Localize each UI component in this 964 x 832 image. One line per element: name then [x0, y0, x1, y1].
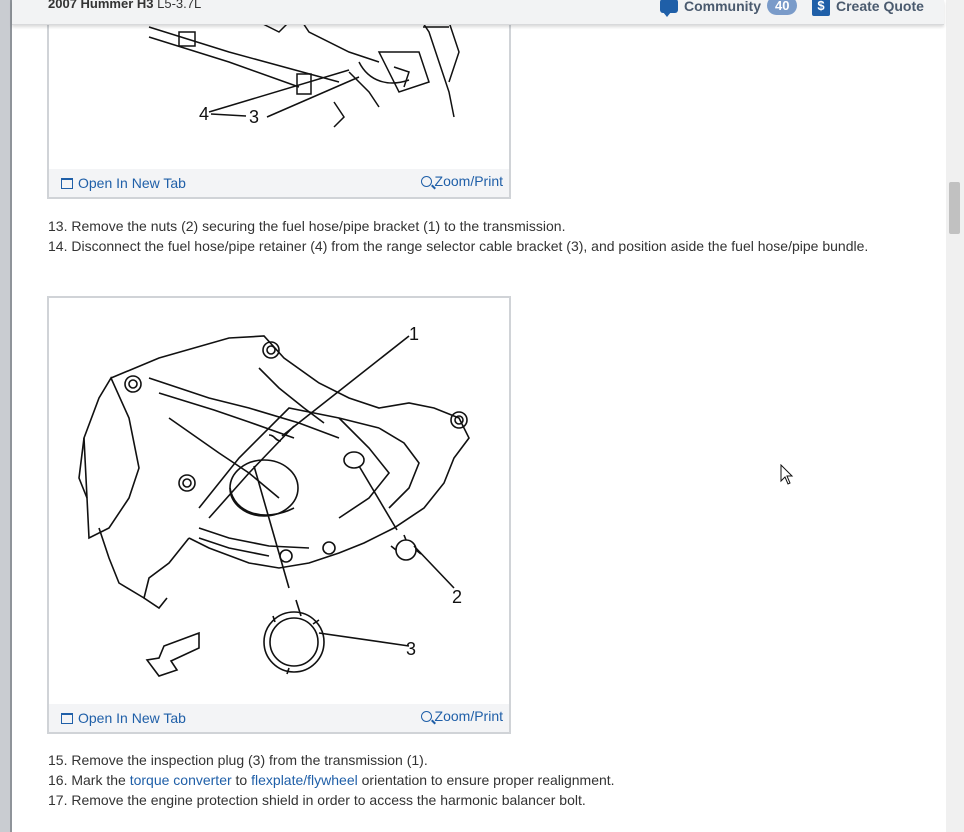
magnifier-icon: [420, 710, 432, 722]
open-in-new-tab-label: Open In New Tab: [78, 175, 186, 191]
callout-4: 4: [199, 104, 209, 124]
vehicle-engine: L5-3.7L: [157, 0, 202, 11]
chat-bubble-icon: [660, 0, 678, 17]
diagram-figure-2: 1 2 3 Open In New Tab Zoom/Print: [47, 296, 511, 734]
step-16-text-start: 16. Mark the: [48, 772, 130, 788]
vehicle-model: 2007 Hummer H3: [48, 0, 154, 11]
callout-3: 3: [249, 107, 259, 127]
top-bar: 2007 Hummer H3 L5-3.7L Community 40 $ Cr…: [12, 0, 944, 25]
step-14: 14. Disconnect the fuel hose/pipe retain…: [48, 238, 869, 254]
torque-converter-link[interactable]: torque converter: [129, 772, 232, 788]
step-15: 15. Remove the inspection plug (3) from …: [48, 752, 428, 768]
window-left-edge: [0, 0, 12, 832]
callout-1: 1: [409, 324, 419, 344]
callout-3b: 3: [406, 639, 416, 659]
open-new-tab-icon: [61, 177, 73, 189]
callout-2: 2: [452, 587, 462, 607]
create-quote-label: Create Quote: [836, 0, 924, 14]
step-16: 16. Mark the torque converter to flexpla…: [48, 772, 615, 788]
figure-1-toolbar: Open In New Tab Zoom/Print: [49, 169, 509, 197]
open-in-new-tab-label: Open In New Tab: [78, 710, 186, 726]
community-label: Community: [684, 0, 761, 14]
step-16-text-mid: to: [231, 772, 252, 788]
vehicle-title: 2007 Hummer H3 L5-3.7L: [48, 0, 201, 11]
step-17: 17. Remove the engine protection shield …: [48, 792, 586, 808]
scrollbar-thumb[interactable]: [949, 182, 960, 234]
zoom-print-link[interactable]: Zoom/Print: [420, 173, 503, 189]
vertical-scrollbar[interactable]: [946, 0, 964, 832]
create-quote-button[interactable]: $ Create Quote: [812, 0, 924, 16]
flexplate-flywheel-link[interactable]: flexplate/flywheel: [251, 772, 358, 788]
open-in-new-tab-link[interactable]: Open In New Tab: [61, 175, 186, 191]
zoom-print-label: Zoom/Print: [434, 708, 503, 724]
step-16-text-end: orientation to ensure proper realignment…: [357, 772, 615, 788]
open-new-tab-icon: [61, 712, 73, 724]
mouse-pointer-icon: [780, 464, 794, 485]
community-button[interactable]: Community 40: [660, 0, 798, 17]
diagram-figure-1: 4 3 Open In New Tab Zoom/Print: [47, 0, 511, 199]
zoom-print-label: Zoom/Print: [434, 173, 503, 189]
figure-2-toolbar: Open In New Tab Zoom/Print: [49, 704, 509, 732]
open-in-new-tab-link[interactable]: Open In New Tab: [61, 710, 186, 726]
magnifier-icon: [420, 175, 432, 187]
zoom-print-link[interactable]: Zoom/Print: [420, 708, 503, 724]
inspection-plug-illustration: 1 2 3: [78, 324, 470, 677]
fuel-pipe-bracket-illustration: 4 3: [148, 1, 460, 128]
step-13: 13. Remove the nuts (2) securing the fue…: [48, 218, 566, 234]
community-count-badge: 40: [767, 0, 798, 15]
window-border: [10, 0, 12, 832]
dollar-quote-icon: $: [812, 0, 830, 16]
